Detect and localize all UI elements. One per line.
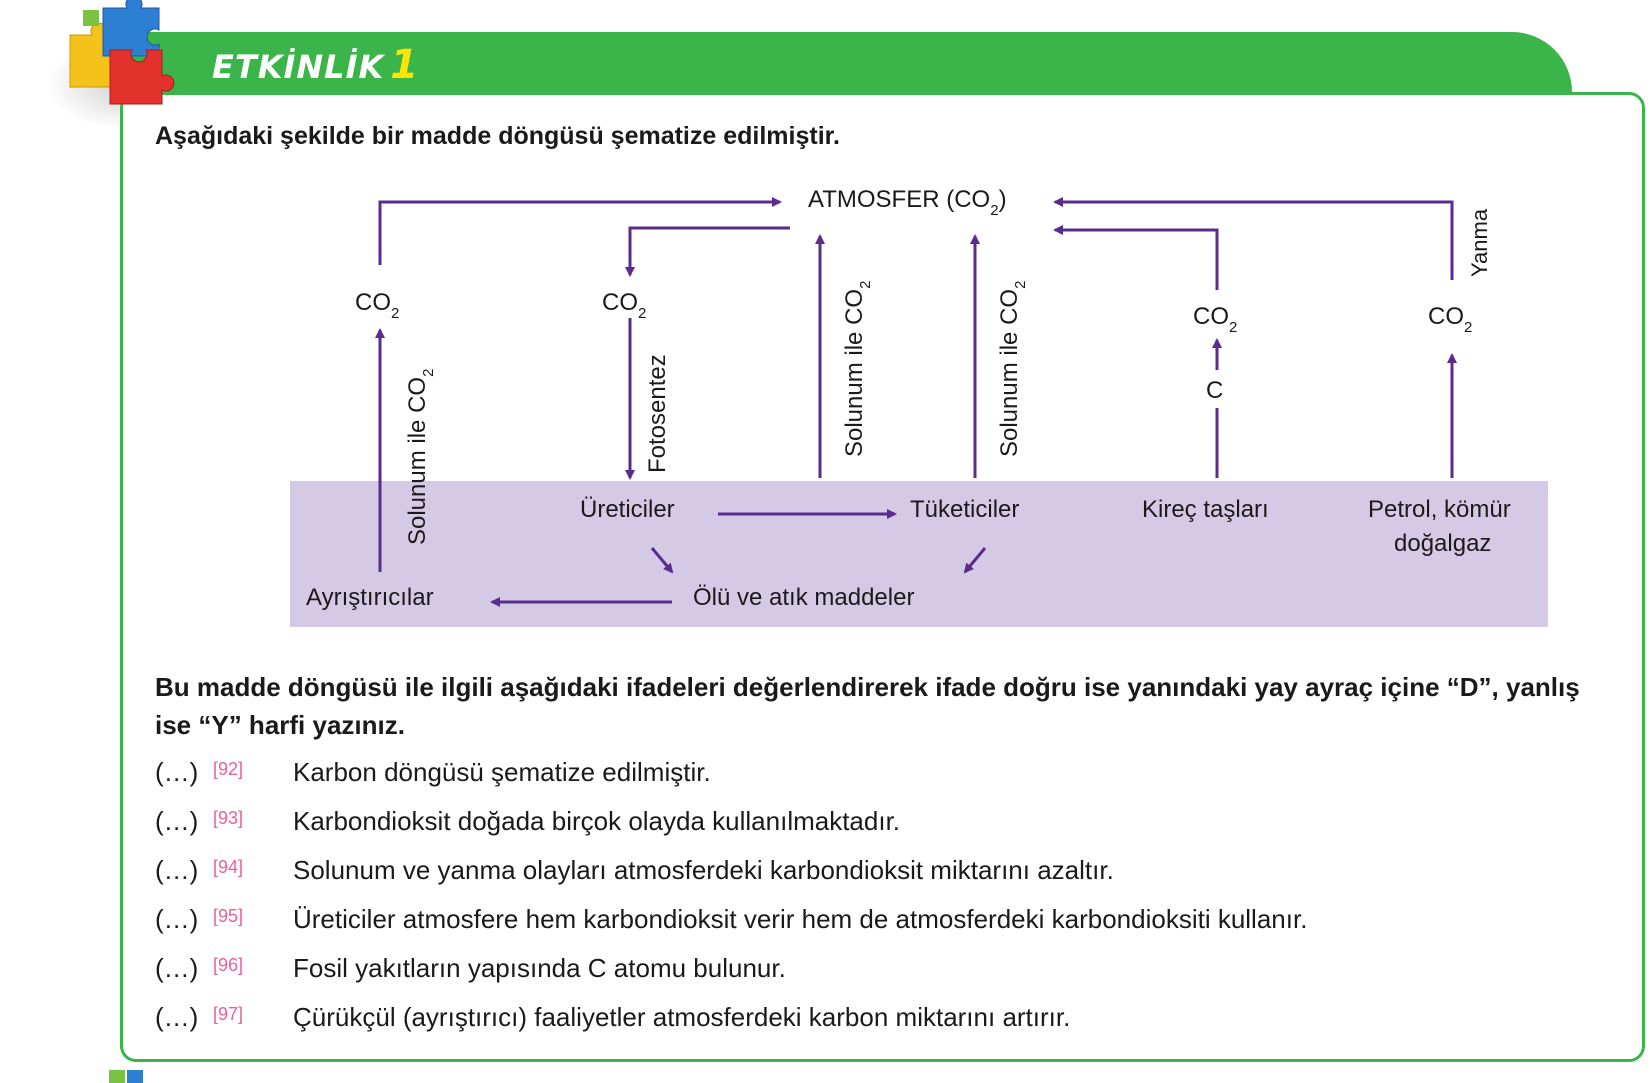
header-tab	[122, 32, 1572, 100]
dead-matter-label: Ölü ve atık maddeler	[693, 584, 914, 611]
statement-number: [95]	[213, 906, 244, 926]
decomposers-label: Ayrıştırıcılar	[306, 584, 434, 611]
answer-blank[interactable]: (…)	[155, 855, 199, 885]
answer-blank[interactable]: (…)	[155, 1002, 199, 1032]
fossil-label-line2: doğalgaz	[1394, 530, 1491, 557]
arrow-yanma-to-atmosphere	[1053, 197, 1454, 280]
statement-number: [96]	[213, 955, 244, 975]
answer-blank[interactable]: (…)	[155, 757, 199, 787]
statement-text: Üreticiler atmosfere hem karbondioksit v…	[293, 904, 1308, 934]
statement-text: Fosil yakıtların yapısında C atomu bulun…	[293, 953, 786, 983]
title-text: ETKİNLİK	[212, 48, 385, 86]
photosynthesis-label: Fotosentez	[644, 354, 671, 473]
co2-label-2: CO2	[602, 289, 646, 322]
arrow-producers-to-dead	[650, 547, 674, 574]
intro-text: Aşağıdaki şekilde bir madde döngüsü şema…	[155, 122, 840, 150]
statement-row: (…) [95] Üreticiler atmosfere hem karbon…	[155, 904, 1605, 944]
arrow-atmosphere-to-producers	[625, 226, 790, 277]
arrow-consumers-to-dead	[963, 547, 987, 574]
arrow-decomposer-to-atmosphere	[378, 197, 782, 265]
statement-number: [92]	[213, 759, 244, 779]
co2-label-1: CO2	[355, 289, 399, 322]
carbon-label: C	[1206, 377, 1223, 404]
consumers-label: Tüketiciler	[910, 496, 1019, 523]
statement-text: Çürükçül (ayrıştırıcı) faaliyetler atmos…	[293, 1002, 1071, 1032]
statement-row: (…) [94] Solunum ve yanma olayları atmos…	[155, 855, 1605, 895]
respiration-label-3: Solunum ile CO2	[996, 281, 1029, 457]
statement-number: [94]	[213, 857, 244, 877]
co2-label-3: CO2	[1193, 303, 1237, 336]
statement-text: Solunum ve yanma olayları atmosferdeki k…	[293, 855, 1114, 885]
answer-blank[interactable]: (…)	[155, 904, 199, 934]
respiration-label-2: Solunum ile CO2	[841, 281, 874, 457]
puzzle-icon-small	[109, 1070, 143, 1083]
title-number: 1	[390, 42, 420, 88]
statement-number: [97]	[213, 1004, 244, 1024]
puzzle-icon	[69, 0, 175, 105]
statement-row: (…) [92] Karbon döngüsü şematize edilmiş…	[155, 757, 1605, 797]
answer-blank[interactable]: (…)	[155, 806, 199, 836]
respiration-label-1: Solunum ile CO2	[404, 369, 437, 545]
limestone-label: Kireç taşları	[1142, 496, 1269, 523]
answer-blank[interactable]: (…)	[155, 953, 199, 983]
atmosphere-label: ATMOSFER (CO2)	[808, 186, 1007, 219]
statement-row: (…) [97] Çürükçül (ayrıştırıcı) faaliyet…	[155, 1002, 1605, 1042]
statement-row: (…) [93] Karbondioksit doğada birçok ola…	[155, 806, 1605, 846]
fossil-label-line1: Petrol, kömür	[1368, 496, 1511, 523]
combustion-label: Yanma	[1467, 208, 1492, 277]
co2-label-4: CO2	[1428, 303, 1472, 336]
statement-row: (…) [96] Fosil yakıtların yapısında C at…	[155, 953, 1605, 993]
arrow-limestone-to-atmosphere	[1053, 225, 1219, 290]
statement-text: Karbon döngüsü şematize edilmiştir.	[293, 757, 711, 787]
producers-label: Üreticiler	[580, 496, 675, 523]
statement-text: Karbondioksit doğada birçok olayda kulla…	[293, 806, 901, 836]
question-text: Bu madde döngüsü ile ilgili aşağıdaki if…	[155, 672, 1580, 740]
statement-number: [93]	[213, 808, 244, 828]
